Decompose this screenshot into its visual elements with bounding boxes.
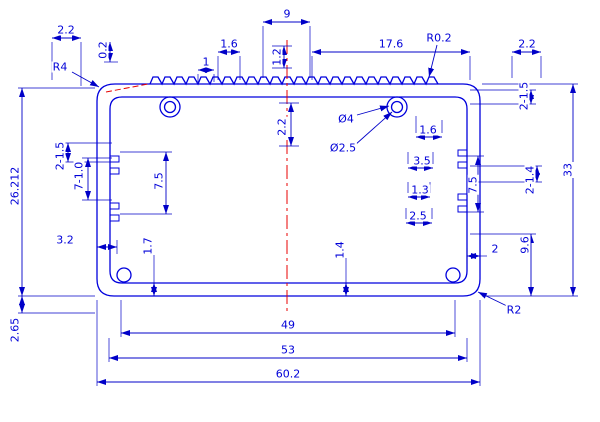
dim-label-mid-2-5: 2.5 (408, 209, 428, 223)
dim-label-top-1-6: 1.6 (219, 37, 239, 51)
r2-leader (477, 291, 508, 307)
dim-label-top-left-2-2: 2.2 (56, 23, 76, 37)
dim-label-bottom-1-7: 1.7 (141, 236, 155, 256)
left-screw-boss-inner (163, 100, 177, 114)
dim-label-r0-2: R0.2 (425, 31, 453, 45)
dim-label-bottom-49: 49 (280, 318, 296, 332)
r0-2-leader (428, 44, 438, 78)
dim-label-top-9: 9 (282, 7, 292, 21)
leader-lines (71, 44, 508, 307)
dim-label-mid-3-5: 3.5 (412, 154, 432, 168)
dim-label-left-2x1-5: 2-1.5 (53, 140, 67, 172)
dim-label-top-17-6: 17.6 (377, 37, 405, 51)
dim-label-bottom-53: 53 (280, 343, 296, 357)
dia2-5-leader (354, 111, 393, 146)
profile-geometry (96, 76, 481, 297)
dim-label-bottom-1-4: 1.4 (333, 240, 347, 260)
bottom-right-corner-channel (445, 267, 461, 283)
dim-label-left-7x1-0: 7-1.0 (72, 160, 86, 192)
bottom-left-corner-channel (116, 267, 132, 283)
centerlines (105, 40, 288, 315)
outer-profile-path (96, 83, 481, 297)
dim-label-right-7-5: 7.5 (466, 175, 480, 195)
left-wall-ribs (109, 155, 120, 222)
dia4-leader (356, 105, 390, 116)
dim-label-right-2x1-5: 2-1.5 (517, 80, 531, 112)
dim-label-right-2x1-4: 2-1.4 (523, 164, 537, 196)
left-screw-boss-outer (159, 96, 181, 118)
right-wall-ribs (457, 149, 468, 213)
dim-label-top-0-2: 0.2 (96, 40, 110, 60)
dim-label-left-7-5: 7.5 (152, 171, 166, 191)
r4-leader (71, 71, 100, 88)
dim-label-left-26-212: 26.212 (8, 165, 22, 207)
dim-label-top-1-2: 1.2 (270, 47, 284, 67)
dim-label-r2: R2 (505, 303, 523, 317)
inner-cavity-path (109, 96, 468, 284)
right-screw-boss-inner (390, 100, 404, 114)
extension-lines (18, 26, 578, 386)
dim-label-center-2-2: 2.2 (275, 117, 289, 137)
dim-label-left-2-65: 2.65 (8, 316, 22, 344)
dim-label-top-right-2-2: 2.2 (517, 37, 537, 51)
dim-label-dia-2-5: Ø2.5 (328, 141, 358, 155)
dim-label-right-9-6: 9.6 (518, 235, 532, 255)
top-serrations-path (149, 76, 439, 86)
dim-label-r4: R4 (51, 60, 69, 74)
top-left-reference-dashes (105, 83, 149, 93)
dim-label-mid-1-3: 1.3 (410, 183, 430, 197)
dim-label-mid-1-6: 1.6 (418, 123, 438, 137)
dim-label-bottom-60-2: 60.2 (274, 367, 302, 381)
dimension-lines (19, 19, 576, 385)
dim-label-dia-4: Ø4 (337, 112, 355, 126)
dim-label-left-3-2: 3.2 (55, 233, 75, 247)
dim-label-right-33: 33 (561, 162, 575, 178)
dim-label-right-2: 2 (490, 242, 500, 256)
dim-label-top-1: 1 (201, 55, 211, 69)
